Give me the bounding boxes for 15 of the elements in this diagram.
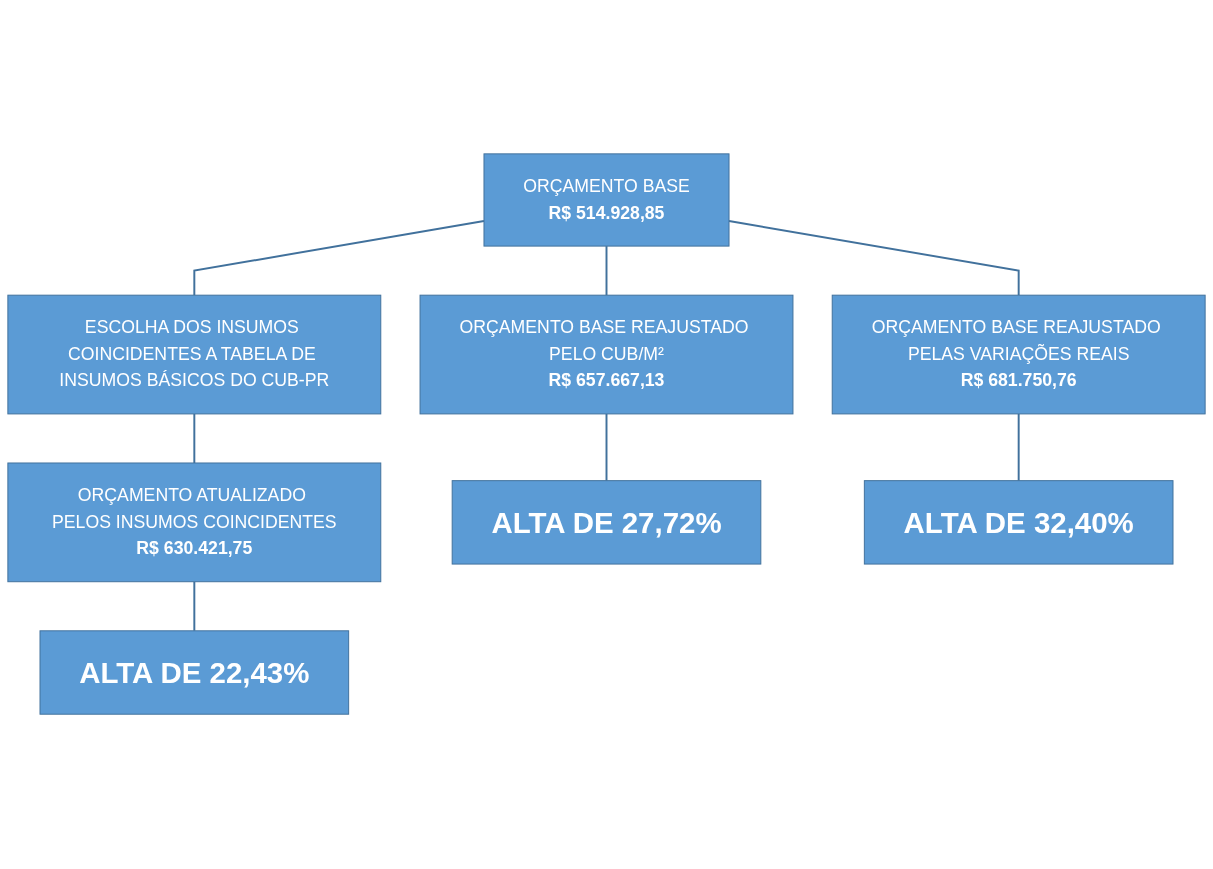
node-box: ORÇAMENTO BASE REAJUSTADO PELO CUB/M² R$ 657.667,13	[419, 295, 794, 415]
node-box: ESCOLHA DOS INSUMOS COINCIDENTES A TABELA DE INSUMOS BÁSICOS DO CUB-PR	[7, 295, 382, 415]
node-box: ALTA DE 32,40%	[863, 480, 1174, 565]
connector	[193, 220, 485, 297]
connector	[728, 220, 1020, 297]
connector	[605, 413, 608, 483]
connector	[605, 245, 608, 297]
connector	[193, 581, 196, 633]
connector	[193, 413, 196, 465]
node-box: ORÇAMENTO ATUALIZADO PELOS INSUMOS COINCIDENTES R$ 630.421,75	[7, 462, 382, 583]
node-box: ORÇAMENTO BASE R$ 514.928,85	[483, 153, 730, 248]
connector	[1017, 413, 1020, 483]
node-box: ALTA DE 27,72%	[451, 480, 762, 565]
node-box: ALTA DE 22,43%	[39, 630, 350, 716]
node-box: ORÇAMENTO BASE REAJUSTADO PELAS VARIAÇÕES REAIS R$ 681.750,76	[831, 295, 1206, 415]
